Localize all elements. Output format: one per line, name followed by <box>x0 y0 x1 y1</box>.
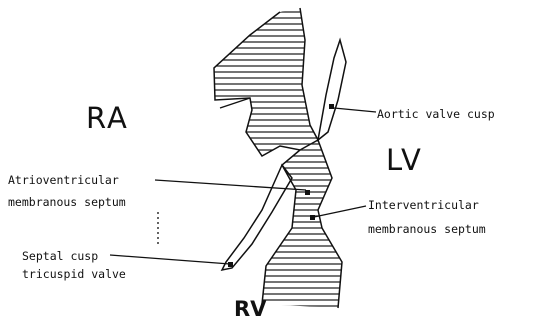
septal-leader-line <box>110 255 230 264</box>
aortic-leader-line <box>334 108 376 112</box>
atrial-septum-region <box>200 8 330 156</box>
label-av-septum-2: membranous septum <box>8 195 126 209</box>
label-aortic-valve-cusp: Aortic valve cusp <box>377 107 495 121</box>
label-septal-cusp-2: tricuspid valve <box>22 267 126 281</box>
av-leader-line <box>155 180 306 190</box>
aortic-valve-cusp-shape <box>318 40 346 140</box>
chamber-label-rv: RV <box>234 297 267 321</box>
label-iv-septum-2: membranous septum <box>368 222 486 236</box>
label-septal-cusp-1: Septal cusp <box>22 249 98 263</box>
iv-leader-line <box>314 206 366 217</box>
chamber-label-ra: RA <box>86 101 129 135</box>
label-iv-septum-1: Interventricular <box>368 198 479 212</box>
aortic-cusp-marker <box>329 104 334 109</box>
chamber-label-lv: LV <box>386 143 423 177</box>
av-septum-marker <box>305 190 310 195</box>
label-av-septum-1: Atrioventricular <box>8 173 119 187</box>
septal-cusp-shape <box>222 165 292 270</box>
